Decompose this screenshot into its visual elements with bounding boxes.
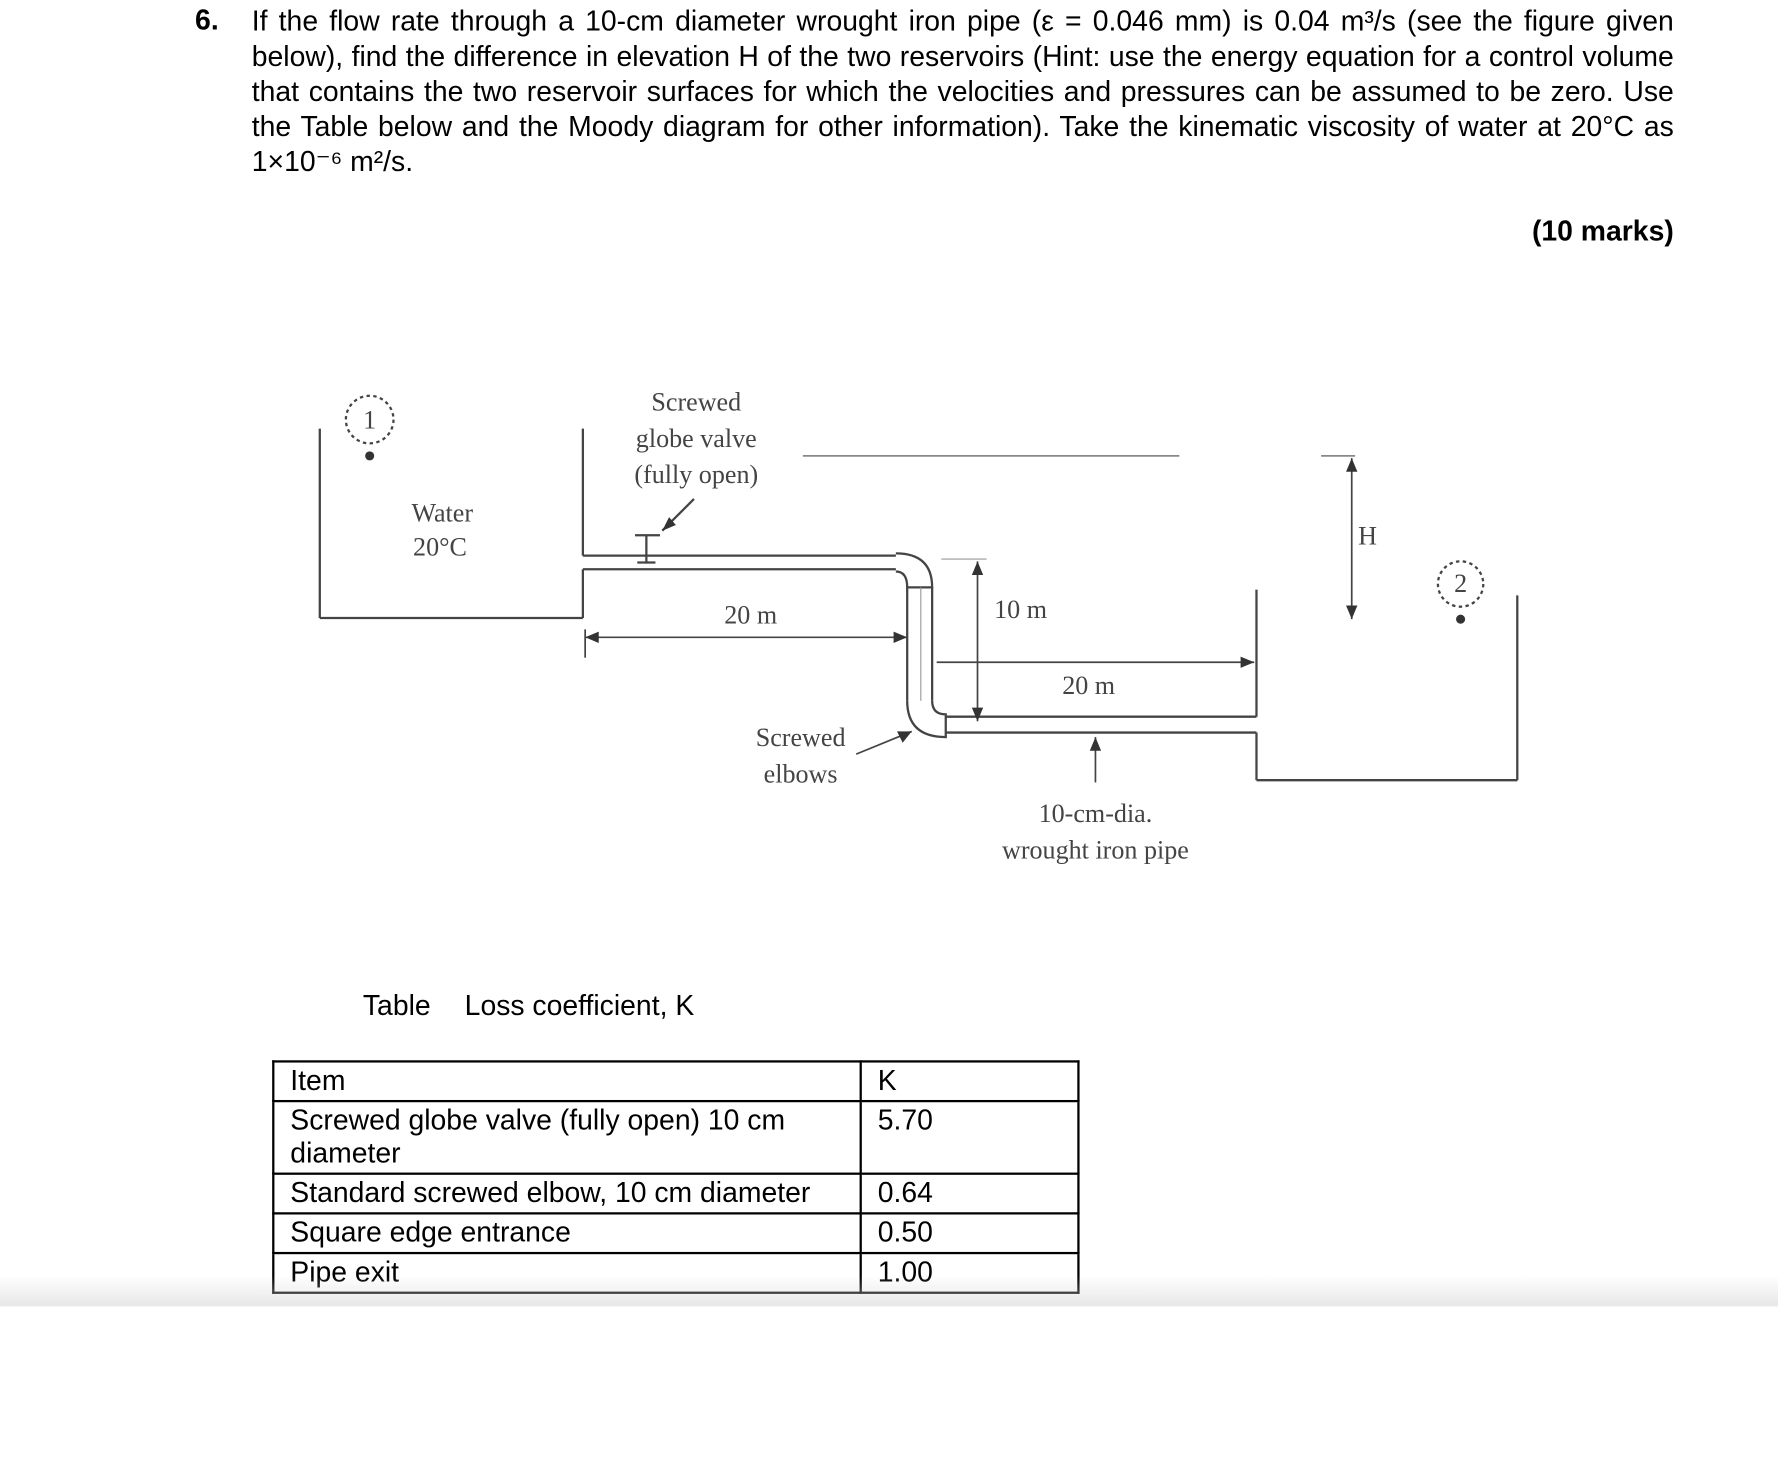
marks-label: (10 marks) bbox=[1531, 215, 1674, 248]
dimension-arrowhead-upper-left bbox=[585, 631, 599, 643]
H-label: H bbox=[1358, 521, 1377, 550]
table-caption-title: Loss coefficient, K bbox=[464, 989, 695, 1022]
pipe-label-line-2: wrought iron pipe bbox=[1002, 835, 1189, 864]
length-2-label: 20 m bbox=[1062, 671, 1115, 700]
table-header-item: Item bbox=[272, 1060, 862, 1103]
valve-arrowhead bbox=[662, 517, 676, 531]
lower-elbow bbox=[906, 700, 947, 739]
valve-label-line-3: (fully open) bbox=[634, 460, 758, 489]
elbow-label-line-1: Screwed bbox=[756, 723, 846, 752]
upper-elbow bbox=[895, 552, 934, 589]
dimension-arrowhead-upper-right bbox=[893, 631, 908, 643]
question-text: If the flow rate through a 10-cm diamete… bbox=[252, 5, 1674, 181]
elbow-arrowhead bbox=[896, 731, 912, 743]
question-number: 6. bbox=[195, 4, 219, 37]
table-header-k: K bbox=[859, 1060, 1080, 1103]
temperature-label: 20°C bbox=[413, 533, 467, 562]
pipe-label-line-1: 10-cm-dia. bbox=[1039, 799, 1153, 828]
elbow-label-line-2: elbows bbox=[764, 759, 838, 788]
point-1-circle bbox=[344, 394, 395, 445]
H-arrowhead-top bbox=[1346, 458, 1358, 472]
dimension-arrowhead-10m-bottom bbox=[971, 707, 984, 722]
pipe-system-figure: 1 2 Water 20°C Screwed globe valve (full… bbox=[318, 388, 1519, 864]
document: 6. If the flow rate through a 10-cm diam… bbox=[0, 4, 1778, 1307]
table-header-row: Item K bbox=[272, 1060, 1080, 1103]
table-row: Square edge entrance 0.50 bbox=[272, 1212, 1080, 1255]
height-label: 10 m bbox=[994, 595, 1047, 624]
table-cell-item: Screwed globe valve (fully open) 10 cm d… bbox=[272, 1099, 862, 1175]
valve-label-line-2: globe valve bbox=[636, 424, 757, 453]
table-cell-k: 0.64 bbox=[859, 1172, 1080, 1215]
pipe-system-drawing: 1 2 Water 20°C Screwed globe valve (full… bbox=[318, 388, 1519, 864]
question-paragraph: If the flow rate through a 10-cm diamete… bbox=[251, 5, 1674, 179]
point-2-circle bbox=[1436, 560, 1485, 608]
length-1-label: 20 m bbox=[724, 601, 777, 630]
pipe-arrowhead bbox=[1089, 737, 1102, 751]
dimension-arrowhead-lower-right bbox=[1240, 656, 1255, 668]
table-cell-item: Standard screwed elbow, 10 cm diameter bbox=[272, 1172, 862, 1215]
point-2-label: 2 bbox=[1454, 569, 1467, 598]
point-1-marker bbox=[365, 451, 375, 461]
table-row: Screwed globe valve (fully open) 10 cm d… bbox=[272, 1099, 1080, 1175]
table-cell-k: 0.50 bbox=[859, 1212, 1080, 1255]
dimension-arrowhead-10m-top bbox=[971, 561, 984, 575]
table-caption-prefix: Table bbox=[362, 989, 431, 1022]
point-2-marker bbox=[1456, 614, 1466, 624]
table-caption: Table Loss coefficient, K bbox=[363, 990, 694, 1023]
H-arrowhead-bottom bbox=[1346, 605, 1358, 620]
bottom-shadow bbox=[0, 1275, 1778, 1307]
loss-coefficient-table: Item K Screwed globe valve (fully open) … bbox=[272, 1060, 1080, 1294]
water-label: Water bbox=[411, 499, 473, 528]
table-cell-item: Square edge entrance bbox=[272, 1212, 862, 1255]
valve-label-line-1: Screwed bbox=[651, 388, 741, 417]
table-cell-k: 5.70 bbox=[859, 1099, 1080, 1175]
point-1-label: 1 bbox=[363, 406, 376, 435]
table-row: Standard screwed elbow, 10 cm diameter 0… bbox=[272, 1172, 1080, 1215]
